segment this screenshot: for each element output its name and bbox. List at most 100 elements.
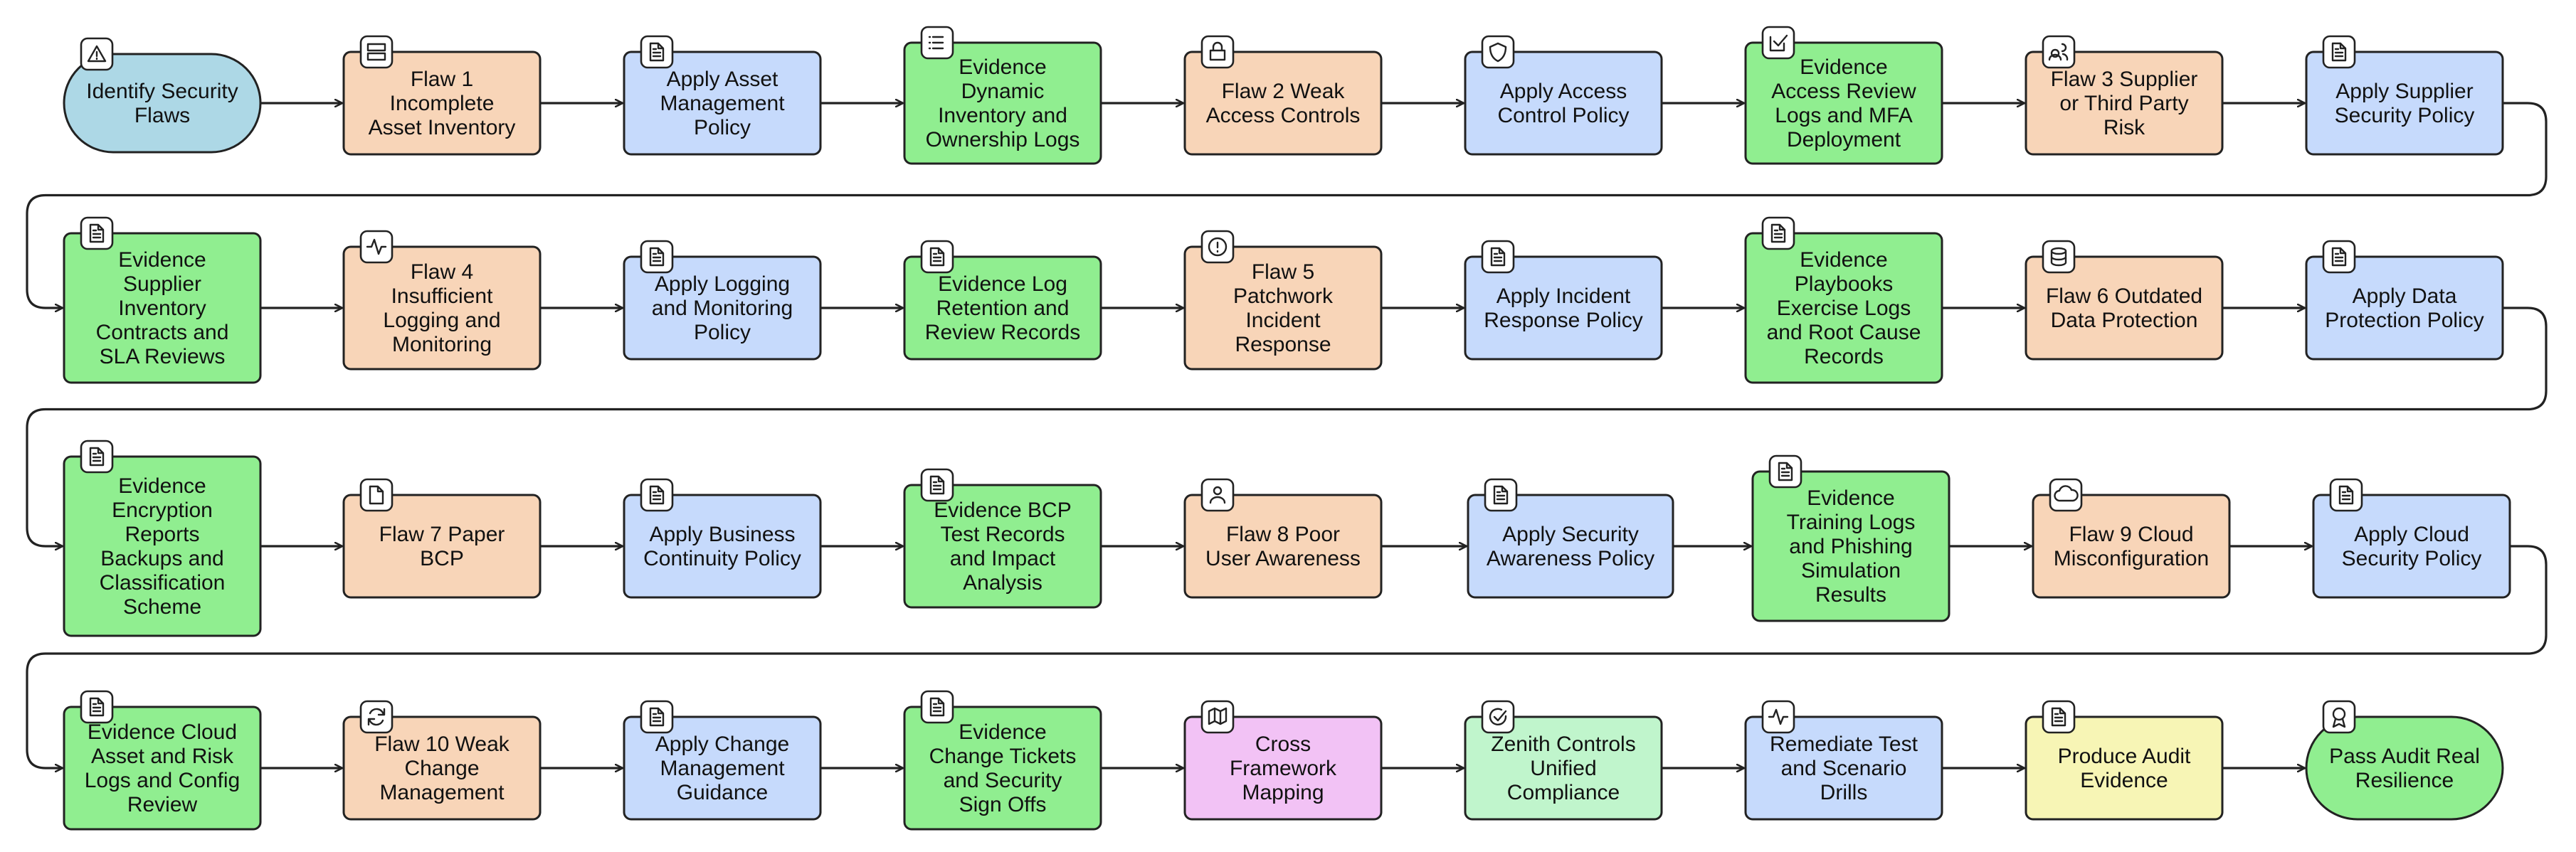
node-box <box>2305 255 2504 361</box>
node-label-line: and Impact <box>950 547 1056 570</box>
document-icon <box>640 478 674 512</box>
node-box <box>342 50 542 156</box>
node-box <box>2312 494 2511 599</box>
node-label-line: Security Policy <box>2342 547 2482 570</box>
node-label-line: Evidence <box>1800 248 1887 272</box>
node-label-line: Evidence Log <box>938 272 1067 296</box>
node-label-line: and Phishing <box>1789 535 1912 558</box>
edge-n27-n28 <box>26 545 2548 768</box>
edge-n18-n19 <box>26 307 2548 546</box>
node-label-line: Apply Security <box>1502 523 1639 546</box>
node-label-line: Access Controls <box>1206 104 1361 127</box>
node-label-line: or Third Party <box>2059 92 2188 115</box>
document-icon <box>1484 478 1518 512</box>
node-label-line: Apply Logging <box>655 272 790 296</box>
node-label-line: Management <box>660 92 785 115</box>
node-label-line: Guidance <box>677 781 768 804</box>
node-label-line: and Security <box>944 769 1062 792</box>
node-box <box>903 705 1102 831</box>
node-label-line: Sign Offs <box>959 793 1047 816</box>
node-box <box>1464 255 1663 361</box>
node-box <box>903 484 1102 609</box>
node-label-line: Scheme <box>123 595 201 619</box>
node-label-line: Reports <box>125 523 199 546</box>
node-box <box>342 245 542 371</box>
document-icon <box>80 216 114 250</box>
node-box <box>2305 50 2504 156</box>
node-box <box>1183 494 1383 599</box>
node-label-line: Risk <box>2103 116 2145 139</box>
node-label-line: Evidence <box>959 55 1046 79</box>
node-label-line: Exercise Logs <box>1777 297 1911 320</box>
node-label-line: and Scenario <box>1781 757 1907 780</box>
node-label-line: Training Logs <box>1787 511 1916 534</box>
node-box <box>623 50 822 156</box>
node-label-line: Flaw 6 Outdated <box>2046 284 2202 308</box>
document-icon <box>80 690 114 724</box>
node-label-line: Apply Incident <box>1496 284 1631 308</box>
document-icon <box>640 240 674 274</box>
cloud-icon <box>2049 478 2083 512</box>
node-label-line: Classification <box>100 571 226 595</box>
alert-circle-icon <box>1200 230 1235 264</box>
node-label-line: Access Review <box>1771 80 1916 103</box>
node-label-line: Incomplete <box>390 92 495 115</box>
node-label-line: Monitoring <box>392 333 492 356</box>
database-icon <box>2042 240 2076 274</box>
node-box <box>1183 245 1383 371</box>
node-label-line: Review Records <box>925 321 1080 344</box>
node-label-line: Patchwork <box>1233 284 1334 308</box>
node-label-line: Evidence <box>959 720 1046 744</box>
warning-icon <box>80 37 114 71</box>
node-label-line: Produce Audit <box>2058 745 2191 768</box>
node-label-line: Drills <box>1820 781 1868 804</box>
node-label-line: Framework <box>1230 757 1337 780</box>
node-box <box>623 494 822 599</box>
node-box <box>342 494 542 599</box>
node-label-line: Flaw 5 <box>1252 260 1314 284</box>
node-label-line: Apply Business <box>649 523 795 546</box>
activity-icon <box>1761 700 1795 734</box>
node-label-line: User Awareness <box>1205 547 1361 570</box>
node-label-line: Retention and <box>936 297 1070 320</box>
node-label-line: Flaws <box>134 104 190 127</box>
node-label-line: Dynamic <box>961 80 1045 103</box>
document-icon <box>2322 240 2356 274</box>
node-box <box>63 705 262 831</box>
node-label-line: Management <box>379 781 505 804</box>
node-label-line: Test Records <box>940 523 1065 546</box>
node-label-line: Flaw 7 Paper <box>379 523 505 546</box>
file-icon <box>359 478 394 512</box>
server-icon <box>359 35 394 69</box>
shield-icon <box>1481 35 1515 69</box>
node-box <box>623 255 822 361</box>
document-icon <box>920 690 954 724</box>
document-icon <box>920 240 954 274</box>
document-icon <box>80 440 114 474</box>
users-icon <box>2042 35 2076 69</box>
node-label-line: Apply Supplier <box>2335 80 2473 103</box>
